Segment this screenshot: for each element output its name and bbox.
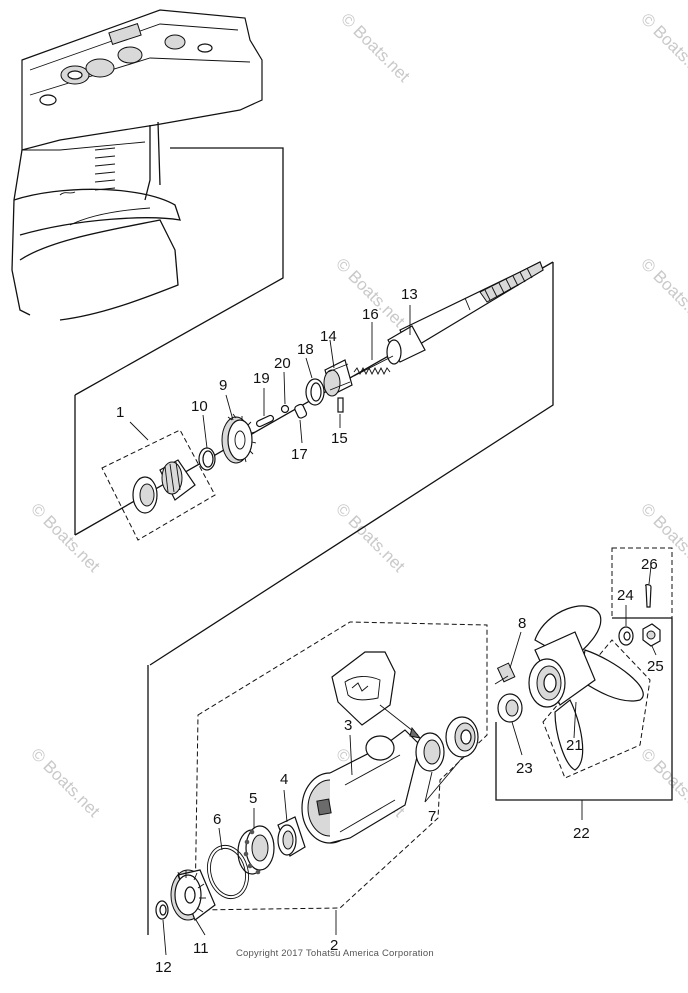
needle-bearing [277,816,306,857]
cotter-pin [645,584,652,608]
bearing-carrier [301,729,421,844]
shaft-spring [353,355,394,377]
propeller-group-box [495,617,673,801]
part-label-13: 13 [401,286,418,303]
part-label-17: 17 [291,446,308,463]
part-label-6: 6 [213,811,221,828]
part-label-11: 11 [193,940,209,957]
detail-callout [331,651,422,739]
propeller-sub-box [542,639,651,779]
part-label-12: 12 [155,959,172,976]
part-label-14: 14 [320,328,337,345]
watermark: © Boats.net [637,744,688,821]
part-label-23: 23 [516,760,533,777]
part-label-25: 25 [647,658,664,675]
leader-lines [129,305,657,956]
part-label-19: 19 [253,370,270,387]
part-label-16: 16 [362,306,379,323]
shift-pin [255,414,275,428]
part-label-2: 2 [330,937,338,954]
watermark: © Boats.net [637,254,688,331]
part-number-labels: 1 2 3 4 5 6 7 8 9 10 11 12 13 14 15 16 1… [116,286,664,976]
drain-plug [494,662,516,685]
ball-bearing [237,825,275,875]
part-label-10: 10 [191,398,208,415]
plunger-pin [294,403,308,419]
part-label-26: 26 [641,556,658,573]
taper-bearing [132,459,196,514]
part-label-24: 24 [617,587,634,604]
copyright-notice: Copyright 2017 Tohatsu America Corporati… [236,948,434,959]
part-label-20: 20 [274,355,291,372]
bearing-group-box [101,429,216,541]
part-label-4: 4 [280,771,288,788]
part-label-3: 3 [344,717,352,734]
propeller [528,605,644,771]
part-label-15: 15 [331,430,348,447]
detent-ball [280,404,290,414]
gearcase-housing [11,9,263,321]
lower-group-box [194,621,488,911]
clutch-dog [323,359,353,397]
part-label-8: 8 [518,615,526,632]
nut-group-box [611,547,673,619]
carrier-bearings [415,716,479,772]
reverse-gear [170,869,216,921]
watermark: © Boats.net [332,499,409,576]
cross-pin [337,397,344,413]
part-label-7: 7 [428,808,436,825]
propeller-shaft [386,261,544,365]
part-label-21: 21 [566,737,583,754]
watermark: © Boats.net [637,9,688,86]
watermark: © Boats.net [337,9,414,86]
part-label-5: 5 [249,790,257,807]
part-label-18: 18 [297,341,314,358]
part-label-1: 1 [116,404,124,421]
watermark: © Boats.net [27,499,104,576]
watermark: © Boats.net [27,744,104,821]
part-label-22: 22 [573,825,590,842]
part-label-9: 9 [219,377,227,394]
forward-gear [221,413,257,464]
